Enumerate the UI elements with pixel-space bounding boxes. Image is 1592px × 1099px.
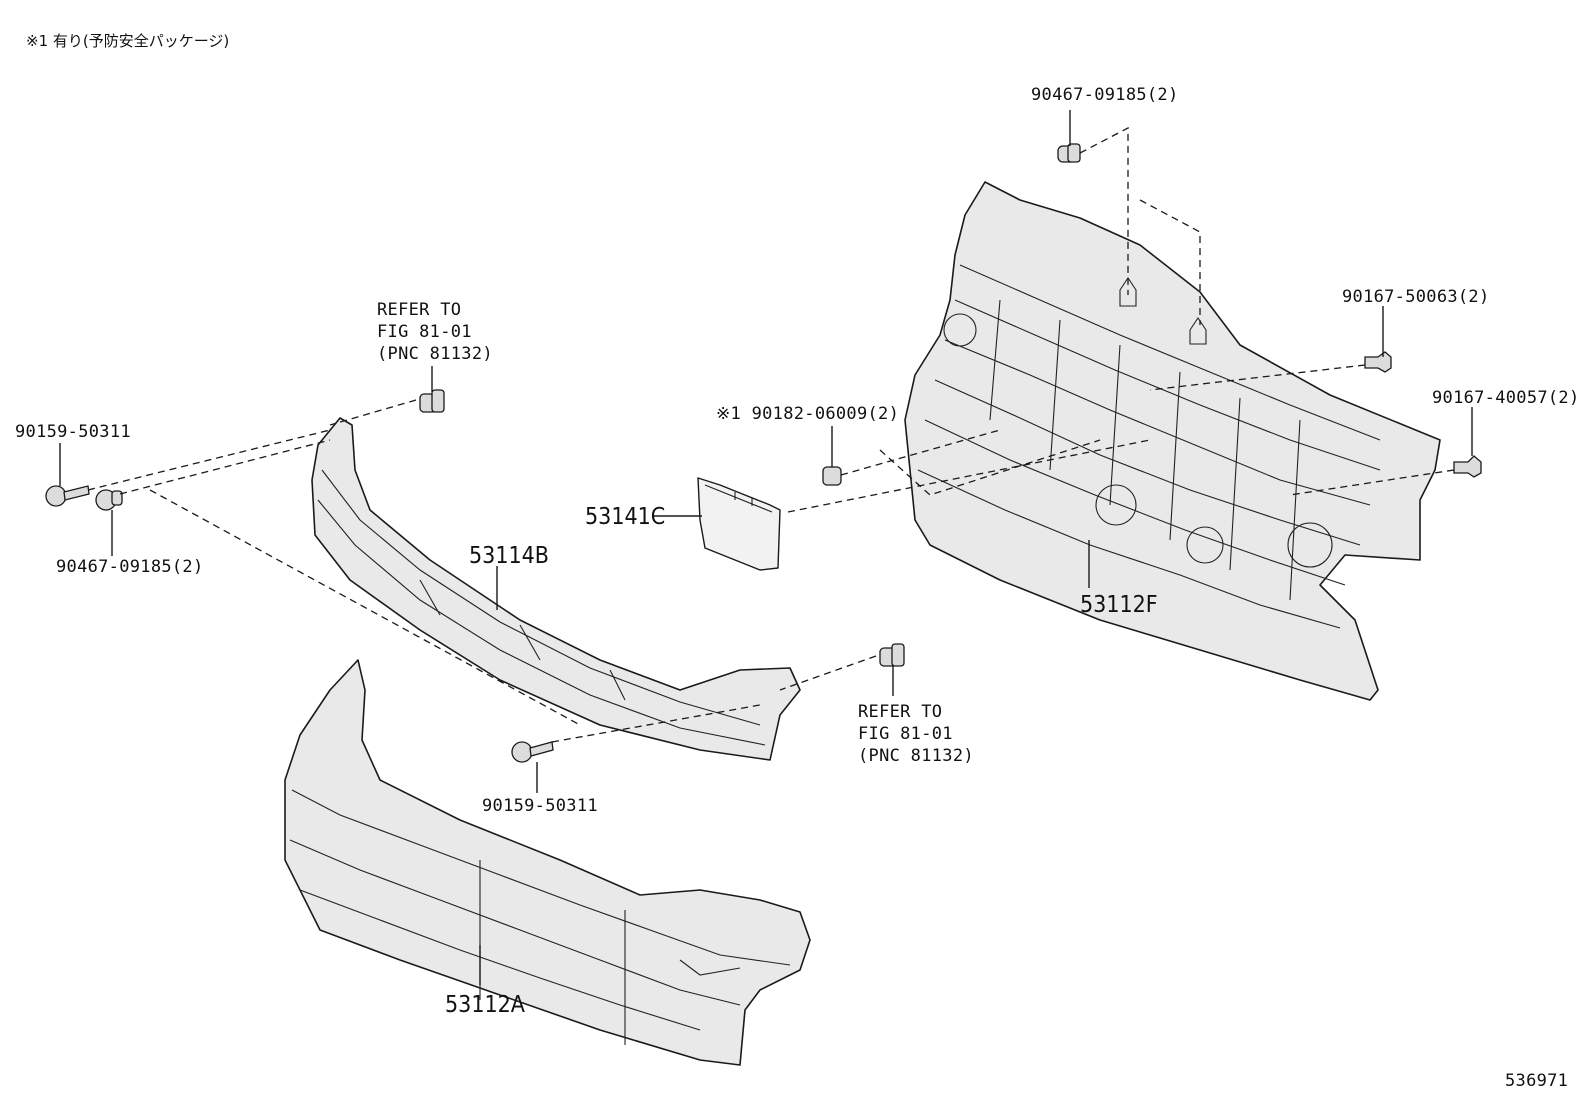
refer-right-line2: FIG 81-01 <box>858 724 953 744</box>
screw-icon-right-upper[interactable] <box>1364 351 1392 373</box>
label-90167-40057: 90167-40057(2) <box>1432 388 1580 408</box>
refer-right-line1: REFER TO <box>858 702 942 722</box>
refer-note-left: REFER TO FIG 81-01 (PNC 81132) <box>377 300 493 364</box>
refer-left-line3: (PNC 81132) <box>377 344 493 364</box>
label-90159-left: 90159-50311 <box>15 422 131 442</box>
refer-left-line2: FIG 81-01 <box>377 322 472 342</box>
label-90467-left: 90467-09185(2) <box>56 557 204 577</box>
clip-icon-left[interactable] <box>95 489 123 511</box>
package-note: ※1 有り(予防安全パッケージ) <box>26 32 229 50</box>
bolt-icon-bottom[interactable] <box>511 741 554 763</box>
label-53114B: 53114B <box>469 543 549 569</box>
part-53114B-bar[interactable] <box>311 417 801 761</box>
refer-note-right: REFER TO FIG 81-01 (PNC 81132) <box>858 702 974 766</box>
label-53112A: 53112A <box>445 992 525 1018</box>
assembly-dashed-lines <box>87 126 1455 743</box>
bolt-icon-left[interactable] <box>45 485 90 507</box>
leader-lines <box>59 110 1473 985</box>
part-53112F-grille[interactable] <box>904 181 1441 701</box>
nut-icon-middle[interactable] <box>822 466 842 486</box>
clip-icon-refer-right[interactable] <box>879 643 905 667</box>
clip-icon-refer-left[interactable] <box>419 389 445 413</box>
label-90182: ※1 90182-06009(2) <box>716 404 899 424</box>
clip-icon-top[interactable] <box>1057 143 1081 163</box>
refer-right-line3: (PNC 81132) <box>858 746 974 766</box>
refer-left-line1: REFER TO <box>377 300 461 320</box>
label-53112F: 53112F <box>1080 592 1158 618</box>
part-53141C-cover[interactable] <box>697 477 781 571</box>
diagram-id: 536971 <box>1505 1071 1568 1091</box>
label-53141C: 53141C <box>585 504 665 530</box>
label-90159-bottom: 90159-50311 <box>482 796 598 816</box>
label-90467-top: 90467-09185(2) <box>1031 85 1179 105</box>
screw-icon-right-lower[interactable] <box>1453 455 1482 478</box>
label-90167-50063: 90167-50063(2) <box>1342 287 1490 307</box>
